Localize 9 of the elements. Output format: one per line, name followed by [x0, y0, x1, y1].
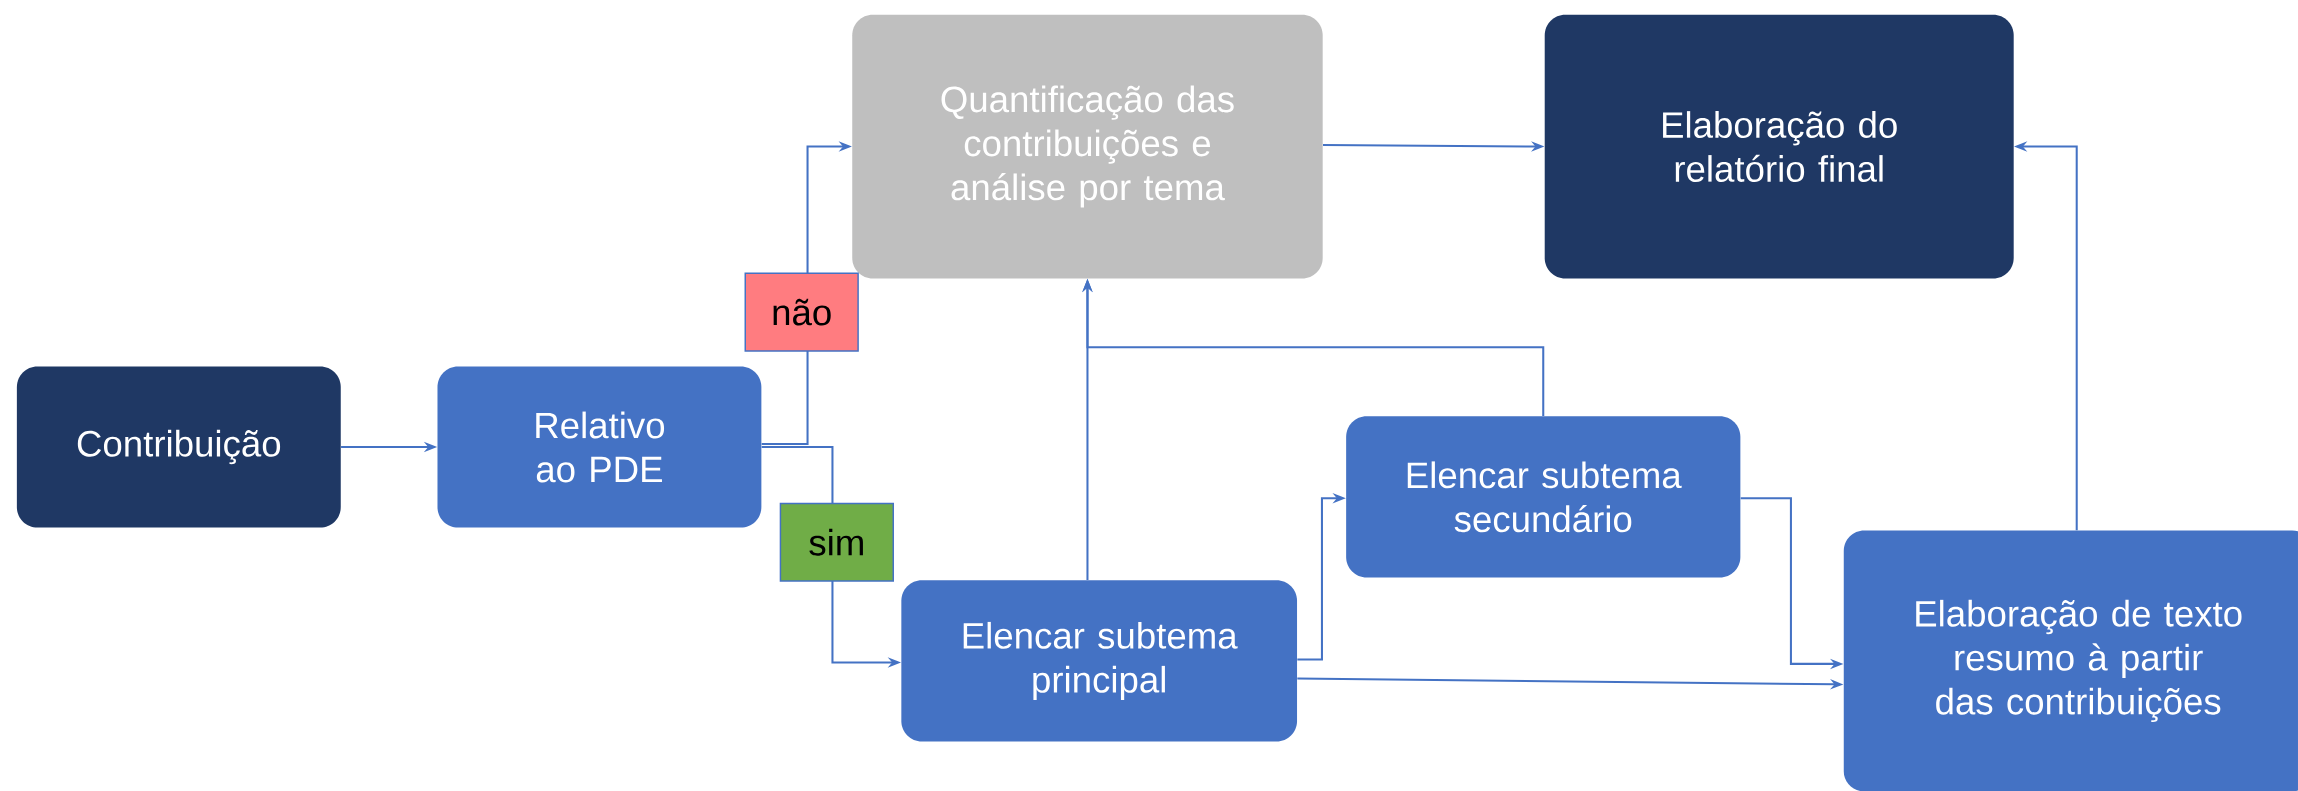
process-box: Elencar subtema secundário [1346, 416, 1741, 578]
process-box: Relativo ao PDE [437, 366, 762, 528]
process-box: Quantificação das contribuições e análise por tema [852, 14, 1323, 279]
edge-label: não [744, 272, 859, 352]
process-box: Elencar subtema principal [901, 580, 1298, 742]
process-box: Elaboração de texto resumo à partir das contribuições [1843, 530, 2298, 791]
process-box: Elaboração do relatório final [1544, 14, 2014, 279]
edge-label: sim [779, 502, 894, 582]
process-box: Contribuição [16, 366, 341, 528]
